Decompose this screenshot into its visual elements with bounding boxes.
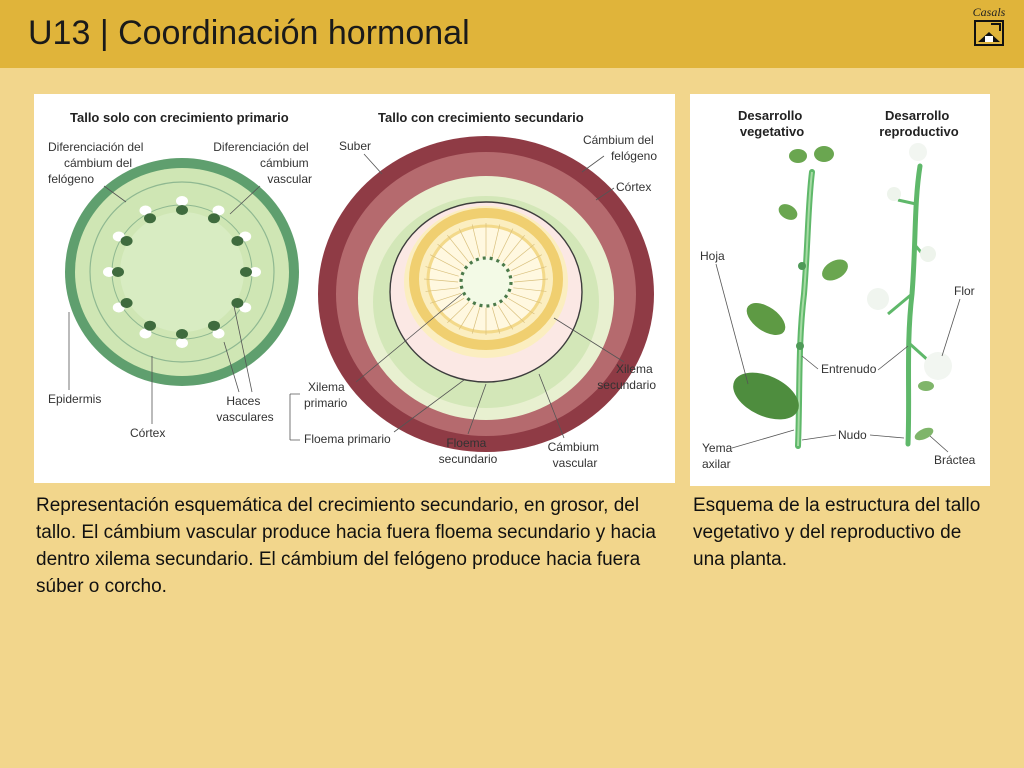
vascular-bundle xyxy=(208,213,220,224)
label-cortex-secondary: Córtex xyxy=(616,180,651,194)
label-floema-secundario: Floema secundario xyxy=(439,436,498,466)
xylem-ray xyxy=(437,297,465,315)
xylem-ray xyxy=(507,243,535,267)
label-dif-cambium-vascular: Diferenciación del cámbium vascular xyxy=(213,140,312,186)
label-entrenudo: Entrenudo xyxy=(821,362,877,376)
phloem-patch xyxy=(103,267,115,277)
page-title: U13 | Coordinación hormonal xyxy=(28,14,470,52)
label-bractea: Bráctea xyxy=(934,453,976,467)
phloem-patch xyxy=(139,205,152,216)
xylem-ray xyxy=(425,287,459,292)
xylem-ray xyxy=(497,305,514,330)
book-house-icon xyxy=(974,20,1004,46)
vascular-bundle xyxy=(231,236,244,246)
phloem-patch xyxy=(139,328,152,339)
label-nudo: Nudo xyxy=(838,428,867,442)
xylem-ray xyxy=(513,278,549,283)
xylem-ray xyxy=(430,292,461,304)
plant-stems-svg: Desarrollo vegetativo Desarrollo reprodu… xyxy=(700,108,976,471)
title-vegetative: Desarrollo vegetativo xyxy=(738,108,806,139)
label-cortex-primary: Córtex xyxy=(130,426,165,440)
title-reproductive: Desarrollo reproductivo xyxy=(879,108,959,139)
vascular-bundle xyxy=(240,267,252,277)
vascular-bundle xyxy=(120,236,133,246)
label-cambium-vascular: Cámbium vascular xyxy=(548,440,603,470)
vascular-bundle xyxy=(208,320,220,331)
vascular-bundle xyxy=(112,267,124,277)
secondary-stem-title: Tallo con crecimiento secundario xyxy=(378,110,584,125)
label-xilema-primario: Xilema primario xyxy=(304,380,348,410)
stem-growth-diagram: Tallo solo con crecimiento primario Tall… xyxy=(34,94,675,483)
xylem-ray xyxy=(513,266,547,277)
label-suber: Suber xyxy=(339,139,371,153)
caption-left: Representación esquemática del crecimien… xyxy=(36,495,656,597)
brand-logo: Casals xyxy=(971,6,1007,46)
xylem-ray xyxy=(423,278,459,283)
secondary-stem-section xyxy=(318,136,654,452)
xylem-ray xyxy=(471,224,481,257)
xylem-ray xyxy=(447,302,469,324)
xylem-ray xyxy=(507,297,535,315)
xylem-ray xyxy=(491,307,501,334)
phloem-patch xyxy=(249,267,261,277)
header-bar: U13 | Coordinación hormonal Casals xyxy=(0,0,1024,68)
caption-right: Esquema de la estructura del tallo veget… xyxy=(693,495,981,570)
phloem-patch xyxy=(212,205,225,216)
xylem-ray xyxy=(497,228,514,259)
xylem-ray xyxy=(458,305,475,330)
phloem-patch xyxy=(212,328,225,339)
stem-cross-sections-svg: Tallo solo con crecimiento primario Tall… xyxy=(48,110,657,470)
phloem-patch xyxy=(176,338,188,348)
xylem-ray xyxy=(491,224,501,257)
xylem-ray xyxy=(425,266,459,277)
xylem-ray xyxy=(513,287,547,292)
vascular-bundle xyxy=(144,320,156,331)
xylem-ray xyxy=(437,243,465,267)
plant-stem-structure-diagram: Desarrollo vegetativo Desarrollo reprodu… xyxy=(690,94,990,486)
label-haces-vasculares: Haces vasculares xyxy=(216,394,273,424)
xylem-ray xyxy=(471,307,481,334)
label-yema-axilar: Yema axilar xyxy=(702,441,736,471)
phloem-patch xyxy=(176,196,188,206)
xylem-ray xyxy=(503,302,525,324)
xylem-ray xyxy=(447,234,469,262)
vegetative-plant xyxy=(733,146,848,449)
vascular-bundle xyxy=(120,298,133,308)
vascular-bundle xyxy=(144,213,156,224)
label-hoja: Hoja xyxy=(700,249,725,263)
vascular-bundle xyxy=(176,329,188,339)
label-cambium-felogeno: Cámbium del felógeno xyxy=(583,133,657,163)
xylem-ray xyxy=(458,228,475,259)
primary-stem-title: Tallo solo con crecimiento primario xyxy=(70,110,289,125)
xylem-ray xyxy=(511,292,542,304)
xylem-ray xyxy=(511,254,543,272)
reproductive-plant xyxy=(867,143,952,447)
xylem-ray xyxy=(503,234,525,262)
label-floema-primario: Floema primario xyxy=(304,432,391,446)
brand-name: Casals xyxy=(972,5,1006,19)
label-dif-cambium-felogeno: Diferenciación del cámbium del felógeno xyxy=(48,140,147,186)
label-xilema-secundario: Xilema secundario xyxy=(597,362,656,392)
label-flor: Flor xyxy=(954,284,975,298)
label-epidermis: Epidermis xyxy=(48,392,101,406)
primary-stem-section xyxy=(65,158,299,386)
vascular-bundle xyxy=(176,205,188,215)
xylem-ray xyxy=(429,254,461,272)
vascular-bundle xyxy=(231,298,244,308)
